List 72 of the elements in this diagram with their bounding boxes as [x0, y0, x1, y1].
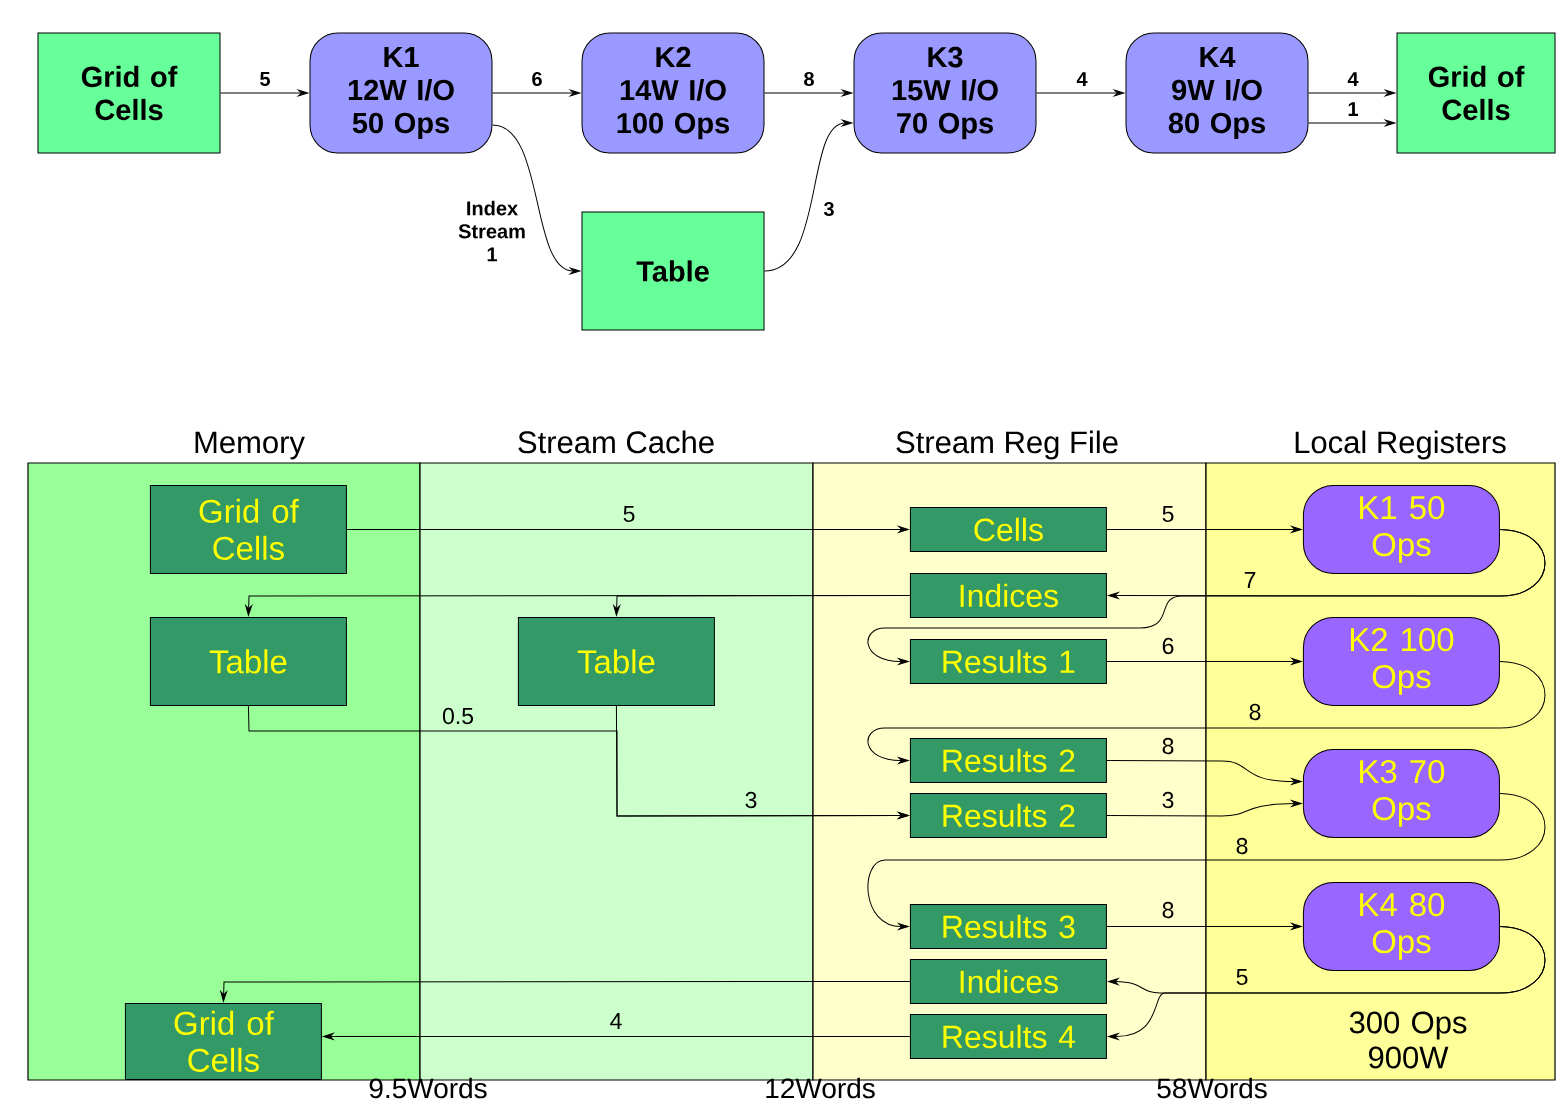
kernel-box: K2 14W I/O 100 Ops: [581, 32, 765, 154]
stream-box: Indices: [909, 572, 1107, 618]
kernel-box: K2 100 Ops: [1302, 616, 1500, 706]
column-heading: Stream Reg File: [896, 430, 1118, 460]
data-box: Grid of Cells: [124, 1002, 322, 1080]
total-label: 300 Ops 900W: [1349, 1011, 1467, 1069]
arrow: [323, 1033, 911, 1040]
arrow: [615, 705, 909, 819]
stream-box: Results 3: [909, 903, 1107, 949]
kernel-box: K3 15W I/O 70 Ops: [853, 32, 1037, 154]
data-box: Table: [149, 616, 347, 706]
stream-box: Results 4: [909, 1013, 1107, 1059]
arrow: [867, 792, 1546, 930]
edge-label: 8: [1247, 702, 1263, 722]
arrow: [1308, 89, 1396, 97]
edge-label: 5: [621, 504, 637, 524]
bandwidth-label: 58Words: [1157, 1077, 1267, 1099]
kernel-box: K1 12W I/O 50 Ops: [309, 32, 493, 154]
edge-label: 4: [1074, 70, 1090, 88]
arrow: [1108, 925, 1546, 1040]
bandwidth-label: 9.5Words: [369, 1077, 487, 1099]
arrow: [1106, 526, 1302, 533]
arrow: [220, 89, 309, 97]
edge-label: 8: [801, 70, 817, 88]
arrow: [867, 528, 1546, 665]
arrow: [613, 594, 911, 616]
arrow: [492, 124, 581, 275]
data-box: Grid of Cells: [1396, 32, 1556, 154]
stream-box: Results 2: [909, 792, 1107, 838]
kernel-box: K4 9W I/O 80 Ops: [1125, 32, 1309, 154]
arrow: [346, 526, 909, 533]
stream-box: Results 1: [909, 638, 1107, 684]
stream-box: Indices: [909, 958, 1107, 1004]
kernel-box: K1 50 Ops: [1302, 484, 1500, 574]
edge-label: 3: [743, 790, 759, 810]
edge-label: 0.5: [440, 706, 476, 726]
arrow: [1106, 923, 1302, 930]
bandwidth-label: 12Words: [766, 1077, 875, 1099]
edge-label: 5: [1234, 967, 1250, 987]
data-box: Table: [517, 616, 715, 706]
stream-box: Results 2: [909, 737, 1107, 783]
column-heading: Memory: [195, 431, 305, 460]
edge-label: 6: [1160, 636, 1176, 656]
arrow: [1106, 759, 1302, 785]
kernel-box: K4 80 Ops: [1302, 881, 1500, 971]
arrow: [867, 660, 1546, 764]
stream-box: Cells: [909, 506, 1107, 552]
data-box: Table: [581, 211, 765, 331]
column-heading: Stream Cache: [518, 430, 714, 454]
edge-label: 6: [529, 70, 545, 88]
arrow: [492, 89, 581, 97]
edge-label: 8: [1160, 736, 1176, 756]
kernel-box: K3 70 Ops: [1302, 748, 1500, 838]
arrow: [1106, 800, 1302, 817]
edge-label: 3: [1160, 790, 1176, 810]
arrow: [1036, 89, 1125, 97]
arrow: [1308, 119, 1396, 127]
edge-label: 1: [1345, 100, 1361, 118]
edge-label: 5: [1160, 504, 1176, 524]
column-heading: Local Registers: [1295, 430, 1506, 460]
edge-label: 5: [257, 70, 273, 88]
arrow: [220, 980, 911, 1002]
data-box: Grid of Cells: [149, 484, 347, 574]
edge-label: 3: [821, 200, 837, 218]
data-box: Grid of Cells: [37, 32, 221, 154]
edge-label: Index Stream 1: [450, 199, 534, 263]
edge-label: 4: [1345, 70, 1361, 88]
edge-label: 8: [1234, 836, 1250, 856]
arrow: [764, 119, 853, 272]
edge-label: 8: [1160, 900, 1176, 920]
arrow: [764, 89, 853, 97]
arrow: [1106, 658, 1302, 665]
